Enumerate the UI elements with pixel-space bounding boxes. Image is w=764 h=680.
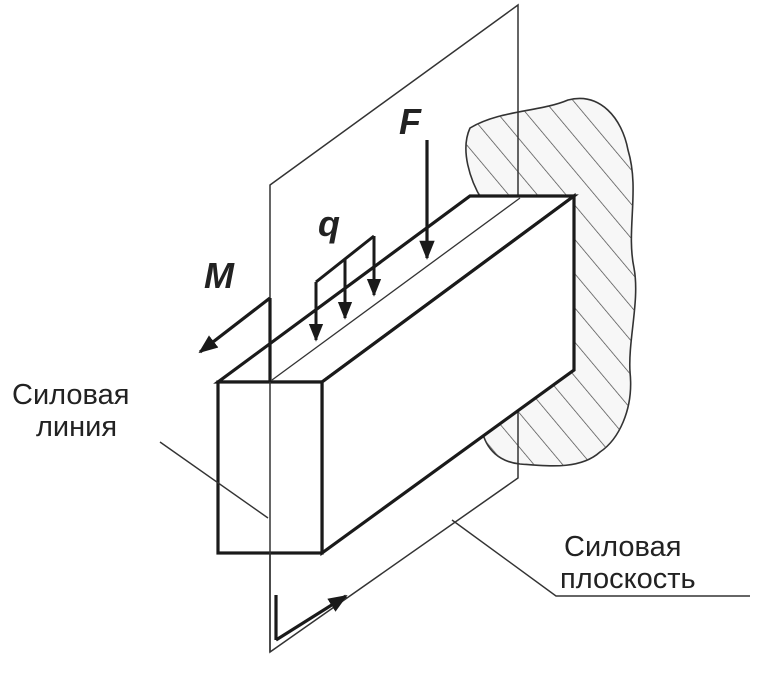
- force-line-leader: [159, 441, 269, 519]
- distributed-load-q: [308, 234, 382, 342]
- plane-intersection-top: [271, 197, 521, 381]
- label-force-line-2: линия: [36, 411, 117, 443]
- moment-m-arrow-lower: [275, 594, 348, 642]
- label-f: F: [399, 101, 422, 142]
- label-q: q: [318, 203, 340, 244]
- label-force-plane-1: Силовая: [564, 531, 681, 563]
- label-force-line-1: Силовая: [12, 379, 129, 411]
- force-plane-leader: [451, 519, 750, 597]
- moment-m-arrow-upper: [198, 296, 271, 354]
- label-force-plane-2: плоскость: [560, 563, 696, 595]
- label-m: M: [204, 255, 235, 296]
